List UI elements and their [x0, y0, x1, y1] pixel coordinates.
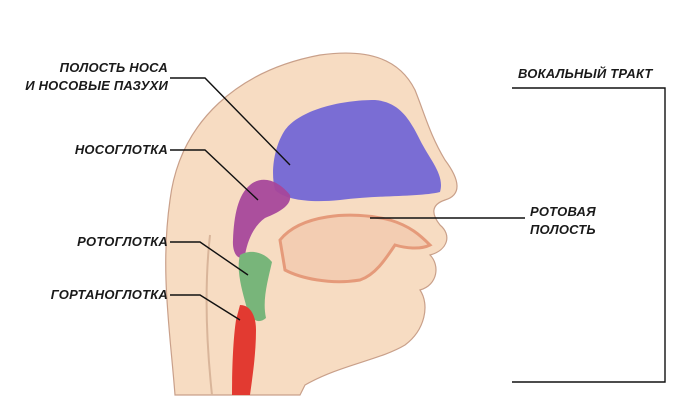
laryngopharynx-label: ГОРТАНОГЛОТКА [50, 287, 168, 302]
oral-cavity-label-line2: ПОЛОСТЬ [530, 222, 596, 237]
oropharynx-label: РОТОГЛОТКА [77, 234, 168, 249]
leader-laryngopharynx [170, 294, 241, 321]
nasal-cavity-label-line1: ПОЛОСТЬ НОСА [59, 60, 168, 75]
vocal-tract-label: ВОКАЛЬНЫЙ ТРАКТ [518, 66, 653, 81]
oral-cavity-region [278, 213, 433, 284]
spine-outline [205, 234, 213, 396]
vocal-tract-bracket [512, 87, 666, 383]
leader-oropharynx [170, 241, 249, 276]
nasopharynx-region [232, 179, 291, 258]
leader-nasopharynx [170, 149, 259, 201]
nasopharynx-label: НОСОГЛОТКА [74, 142, 168, 157]
leader-lines [170, 77, 666, 383]
oral-cavity-label-line1: РОТОВАЯ [530, 204, 596, 219]
laryngopharynx-region [232, 305, 256, 395]
nasal-cavity-label-line2: И НОСОВЫЕ ПАЗУХИ [25, 78, 168, 93]
leader-nasal-cavity [170, 77, 291, 166]
oropharynx-region [238, 251, 272, 322]
nasal-cavity-region [273, 100, 441, 202]
